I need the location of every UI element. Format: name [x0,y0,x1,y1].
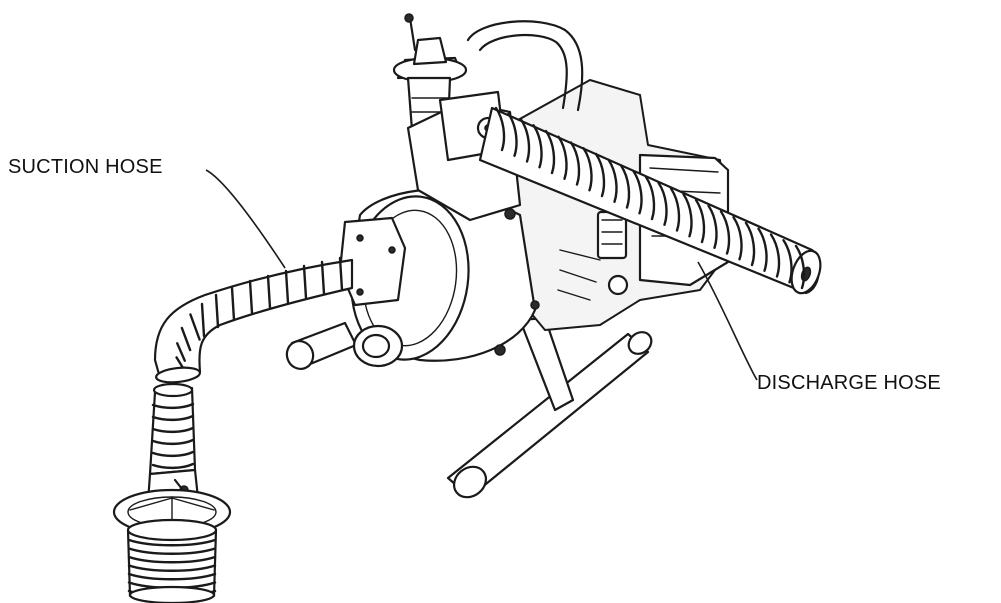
hose-rib [682,193,693,238]
hose-rib [569,141,581,186]
hose-rib [248,279,254,315]
hose-rib [494,106,506,152]
stand-frame [285,316,653,499]
hose-rib [151,414,195,422]
hose-rib [200,302,206,338]
hose-rib [769,233,781,278]
hose-rib [619,164,631,209]
strainer-ring [127,564,217,572]
hose-rib [284,269,290,305]
suction-hose [153,256,354,384]
hose-rib [266,274,272,310]
strainer-ring [127,572,217,581]
hose-rib [532,124,543,169]
suction-hose-label: SUCTION HOSE [8,156,163,178]
hose-rib [744,221,756,267]
hose-rib [607,158,618,203]
strainer [112,382,232,603]
hose-rib [544,129,556,175]
discharge-hose-label: DISCHARGE HOSE [757,372,941,394]
hose-rib [214,293,220,329]
hose-rib [582,147,593,192]
hose-rib [632,170,643,215]
strainer-ring [127,555,217,564]
hose-rib [338,256,344,292]
hose-rib [694,198,706,244]
hose-rib [151,426,195,434]
strainer-ring [127,538,217,547]
hose-rib [176,342,186,362]
suction-leader-line [205,169,286,269]
hose-rib [757,227,768,272]
hose-rib [644,175,656,221]
hose-rib [320,260,326,296]
hose-rib [782,239,793,284]
hose-rib [732,216,743,261]
hose-rib [707,204,718,249]
carry-handle [466,20,584,112]
hose-rib [594,152,606,198]
hose-rib [302,264,308,300]
hose-rib [507,112,518,157]
hose-rib [657,181,668,226]
hose-rib [230,286,236,322]
hose-rib [151,450,195,458]
strainer-ring [127,547,217,555]
discharge-hose [478,106,822,295]
hose-rib [519,118,531,163]
hose-rib [151,462,195,470]
hose-rib [669,187,681,232]
hose-rib [151,438,195,446]
hose-rib [557,135,568,180]
pump-casing [338,188,540,368]
hose-rib [180,326,192,352]
discharge-leader-line [697,261,758,381]
hose-rib [719,210,731,255]
hose-rib [151,402,195,410]
hose-rib [794,244,806,290]
hose-rib [189,313,201,341]
